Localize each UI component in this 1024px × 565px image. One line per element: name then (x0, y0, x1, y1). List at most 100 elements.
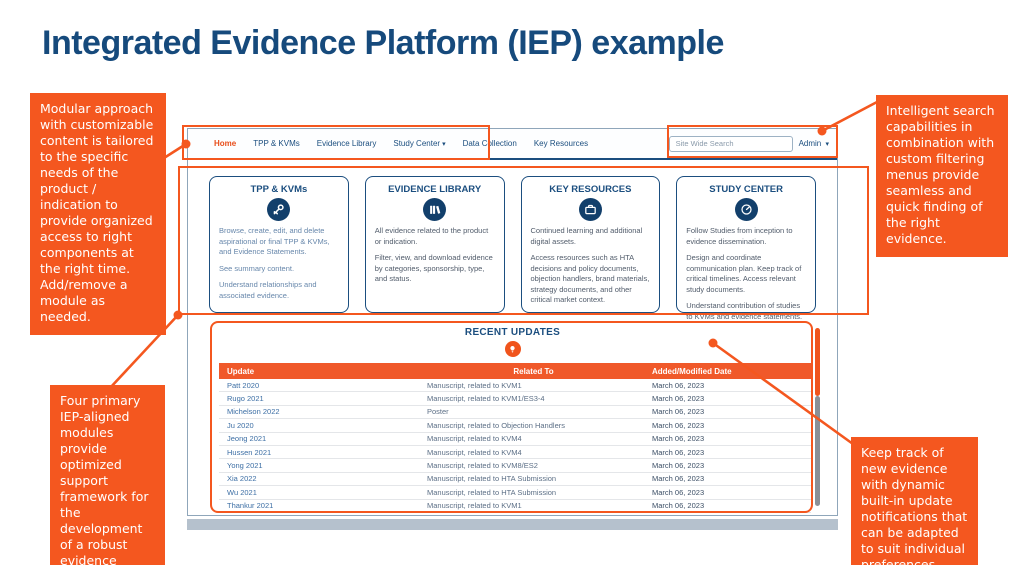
card-title: KEY RESOURCES (549, 184, 632, 195)
card-paragraph: Continued learning and additional digita… (530, 226, 643, 246)
date-cell: March 06, 2023 (652, 501, 705, 511)
vertical-scrollbar[interactable] (815, 328, 820, 506)
update-link[interactable]: Patt 2020 (227, 380, 260, 390)
date-cell: March 06, 2023 (652, 487, 705, 497)
nav-links: Home TPP & KVMs Evidence Library Study C… (214, 139, 588, 148)
nav-item-home[interactable]: Home (214, 139, 237, 148)
related-to-cell: Manuscript, related to Objection Handler… (427, 420, 565, 430)
related-to-cell: Manuscript, related to KVM4 (427, 434, 522, 444)
update-link[interactable]: Jeong 2021 (227, 434, 267, 444)
card-paragraph: Understand relationships and associated … (219, 280, 317, 300)
table-row: Michelson 2022 Poster March 06, 2023 (219, 405, 811, 420)
recent-updates-title: RECENT UPDATES (464, 327, 561, 338)
update-link[interactable]: Hussen 2021 (227, 447, 272, 457)
navbar-right: Admin ▾ (668, 135, 829, 152)
site-wide-search-input[interactable] (668, 135, 793, 152)
date-cell: March 06, 2023 (652, 474, 705, 484)
chevron-down-icon: ▾ (442, 141, 446, 148)
key-icon (267, 198, 291, 221)
date-cell: March 06, 2023 (652, 380, 705, 390)
date-cell: March 06, 2023 (652, 394, 705, 404)
table-row: Rugo 2021 Manuscript, related to KVM1/ES3… (219, 392, 811, 406)
related-to-cell: Manuscript, related to KVM8/ES2 (427, 461, 538, 471)
recent-updates-table: Update Related To Added/Modified Date Pa… (219, 363, 811, 513)
card-paragraph: Filter, view, and download evidence by c… (374, 253, 493, 283)
update-link[interactable]: Michelson 2022 (227, 407, 280, 417)
top-navbar: Home TPP & KVMs Evidence Library Study C… (188, 129, 837, 160)
related-to-cell: Poster (427, 407, 449, 417)
see-summary-link[interactable]: See summary content. (219, 263, 295, 273)
card-key-resources[interactable]: KEY RESOURCES Continued learning and add… (520, 176, 661, 313)
nav-item-data-collection[interactable]: Data Collection (462, 139, 517, 148)
related-to-cell: Manuscript, related to KVM1 (427, 501, 522, 511)
update-link[interactable]: Xia 2022 (227, 474, 257, 484)
module-cards: TPP & KVMs Browse, create, edit, and del… (188, 176, 837, 321)
card-paragraph: Access resources such as HTA decisions a… (530, 253, 650, 304)
card-body: Follow Studies from inception to evidenc… (686, 226, 806, 322)
col-header-update: Update (227, 366, 255, 376)
callout-update-notifications: Keep track of new evidence with dynamic … (851, 437, 978, 565)
table-row: Xia 2022 Manuscript, related to HTA Submi… (219, 472, 811, 487)
card-paragraph: All evidence related to the product or i… (374, 226, 489, 246)
card-title: TPP & KVMs (250, 184, 308, 195)
date-cell: March 06, 2023 (652, 434, 705, 444)
admin-menu[interactable]: Admin ▾ (798, 139, 829, 148)
table-row: Jeong 2021 Manuscript, related to KVM4 Mar… (219, 432, 811, 446)
update-link[interactable]: Yong 2021 (227, 461, 263, 471)
card-paragraph: Understand contribution of studies to KV… (686, 301, 803, 321)
recent-updates-icon-wrap (188, 341, 837, 357)
page-title: Integrated Evidence Platform (IEP) examp… (42, 24, 724, 62)
iep-app-window: Home TPP & KVMs Evidence Library Study C… (187, 128, 838, 516)
update-link[interactable]: Ju 2020 (227, 420, 254, 430)
nav-item-tpp-kvms[interactable]: TPP & KVMs (253, 139, 300, 148)
briefcase-icon (578, 198, 602, 221)
related-to-cell: Manuscript, related to KVM1/ES3-4 (427, 394, 545, 404)
card-title: STUDY CENTER (709, 184, 783, 195)
callout-four-modules: Four primary IEP-aligned modules provide… (50, 385, 165, 565)
card-body: Continued learning and additional digita… (531, 226, 651, 306)
card-body: Browse, create, edit, and delete aspirat… (219, 226, 339, 301)
related-to-cell: Manuscript, related to HTA Submission (427, 487, 557, 497)
related-to-cell: Manuscript, related to KVM1 (427, 380, 522, 390)
update-link[interactable]: Rugo 2021 (227, 394, 264, 404)
callout-intelligent-search: Intelligent search capabilities in combi… (876, 95, 1008, 257)
col-header-date: Added/Modified Date (652, 366, 732, 376)
date-cell: March 06, 2023 (652, 407, 705, 417)
date-cell: March 06, 2023 (652, 461, 705, 471)
chevron-down-icon: ▾ (825, 141, 829, 148)
gauge-icon (734, 198, 758, 221)
table-row: Yong 2021 Manuscript, related to KVM8/ES2… (219, 459, 811, 473)
card-evidence-library[interactable]: EVIDENCE LIBRARY All evidence related to… (364, 176, 505, 313)
nav-item-evidence-library[interactable]: Evidence Library (316, 139, 377, 148)
lightbulb-icon (504, 341, 521, 357)
update-link[interactable]: Thankur 2021 (227, 501, 274, 511)
card-paragraph: Browse, create, edit, and delete aspirat… (219, 226, 330, 256)
table-header-row: Update Related To Added/Modified Date (219, 363, 811, 379)
card-paragraph: Follow Studies from inception to evidenc… (686, 226, 793, 246)
card-title: EVIDENCE LIBRARY (388, 184, 482, 195)
app-footer-bar (187, 519, 838, 530)
scrollbar-thumb[interactable] (815, 328, 820, 396)
table-row: Ju 2020 Manuscript, related to Objection … (219, 419, 811, 433)
card-study-center[interactable]: STUDY CENTER Follow Studies from incepti… (676, 176, 816, 321)
table-row: Wu 2021 Manuscript, related to HTA Submis… (219, 486, 811, 500)
library-icon (423, 198, 447, 221)
connector-dot (173, 310, 183, 320)
nav-item-study-center[interactable]: Study Center▾ (393, 139, 446, 148)
nav-item-key-resources[interactable]: Key Resources (533, 139, 589, 148)
scrollbar-track (815, 396, 820, 506)
update-link[interactable]: Wu 2021 (227, 487, 257, 497)
callout-modular-approach: Modular approach with customizable conte… (30, 93, 166, 335)
col-header-related-to: Related To (513, 366, 554, 376)
table-row: Patt 2020 Manuscript, related to KVM1 Marc… (219, 379, 811, 393)
card-tpp-kvms[interactable]: TPP & KVMs Browse, create, edit, and del… (209, 176, 349, 313)
date-cell: March 06, 2023 (652, 420, 705, 430)
related-to-cell: Manuscript, related to HTA Submission (427, 474, 557, 484)
card-body: All evidence related to the product or i… (375, 226, 495, 285)
table-row: Thankur 2021 Manuscript, related to KVM1 M… (219, 499, 811, 513)
card-paragraph: Design and coordinate communication plan… (686, 253, 802, 294)
date-cell: March 06, 2023 (652, 447, 705, 457)
